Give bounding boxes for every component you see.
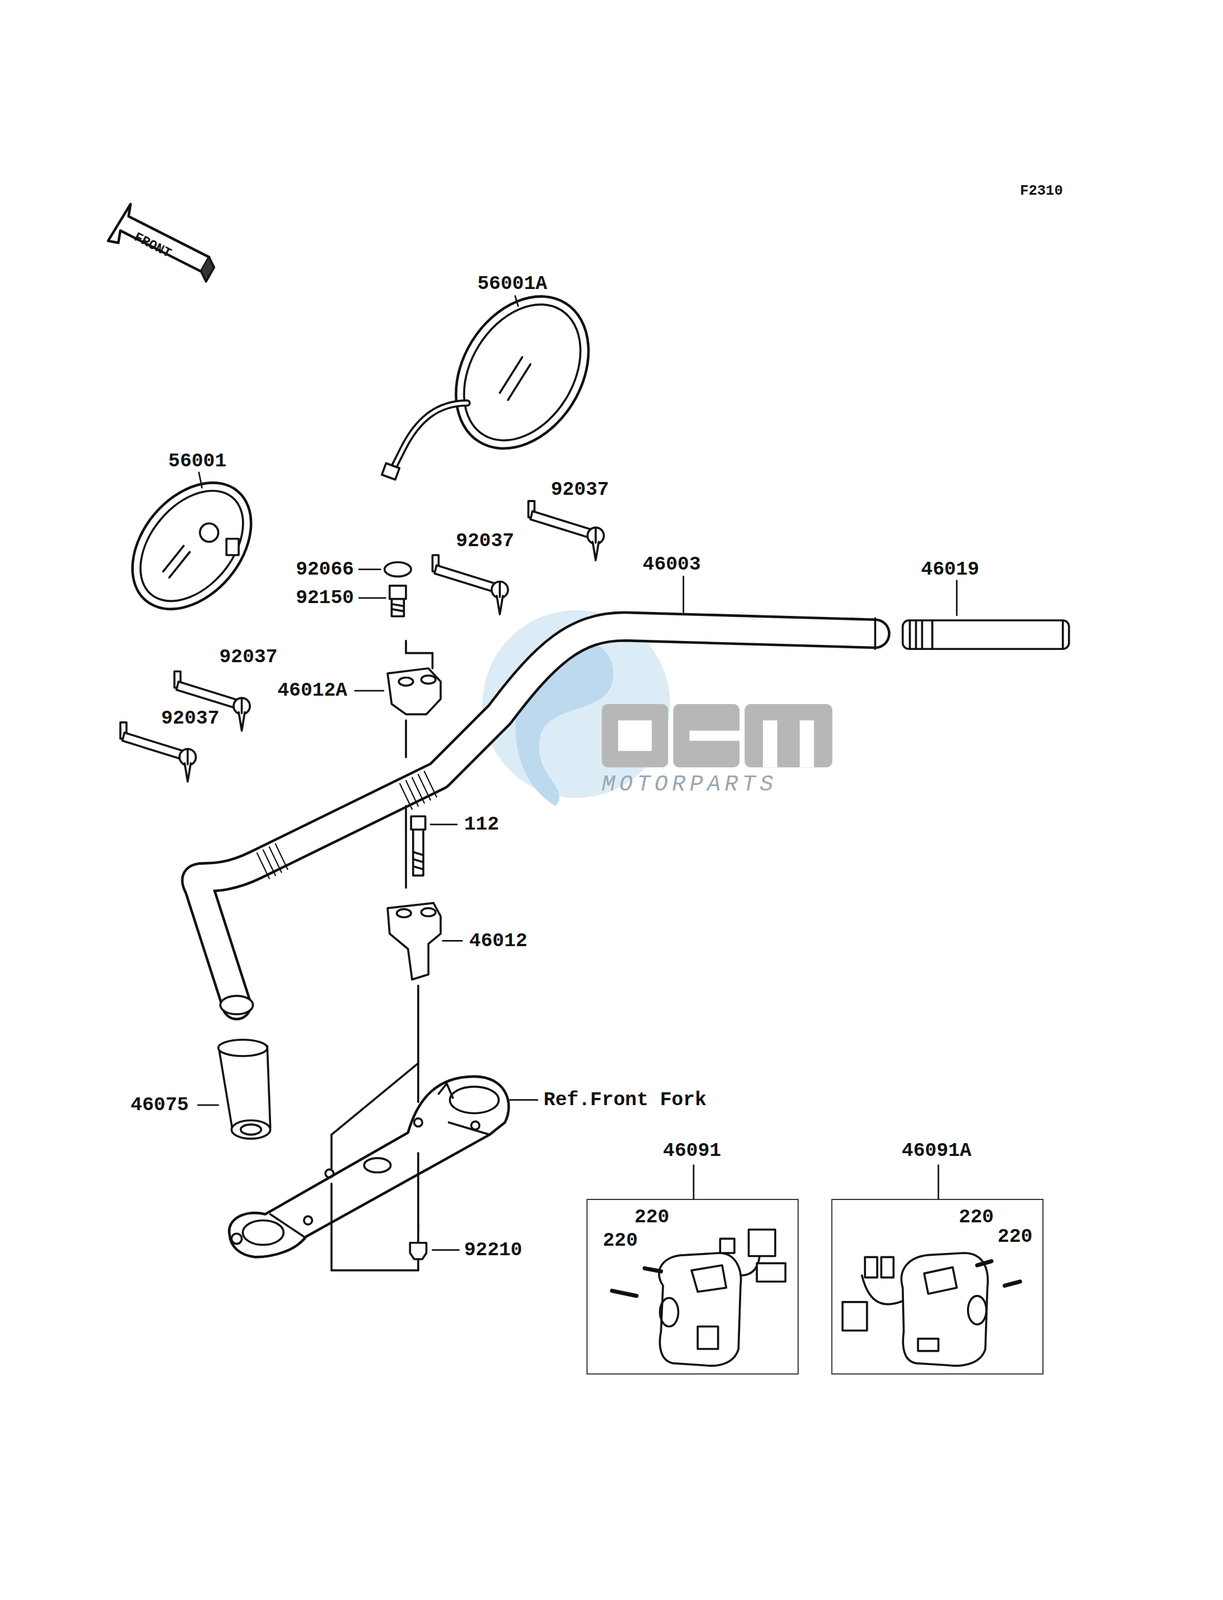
callout-number: 220 — [958, 1206, 994, 1228]
callout-number: 56001 — [168, 450, 227, 472]
callout-number: 92150 — [295, 587, 354, 609]
callout-number: 92066 — [295, 558, 354, 580]
callout-number: 220 — [602, 1230, 638, 1251]
callout-number: 92210 — [463, 1239, 522, 1260]
callout-number: 92037 — [219, 646, 278, 668]
watermark-text: MOTORPARTS — [601, 775, 778, 796]
part-number-heading: 46091 — [663, 1140, 722, 1162]
callout-number: 56001A — [477, 273, 548, 294]
part-number-heading: 46091A — [901, 1140, 972, 1162]
figure-code: F2310 — [1020, 180, 1063, 202]
callout-number: 46012 — [469, 930, 528, 951]
callout-number: 46012A — [277, 680, 347, 702]
callout-number: 92037 — [550, 479, 609, 501]
box-border — [831, 1198, 1044, 1375]
switch-housing-box: 46091 220220 — [586, 1137, 799, 1374]
callout-number: 112 — [463, 814, 500, 835]
switch-housing-box: 46091A 220220 — [831, 1137, 1044, 1374]
callout-number: 46003 — [642, 553, 701, 575]
callout-number: 46075 — [130, 1094, 189, 1116]
callout-number: 220 — [997, 1225, 1033, 1247]
box-border — [586, 1198, 799, 1375]
callout-number: 92037 — [456, 530, 515, 551]
callout-number: 220 — [634, 1206, 670, 1228]
callout-number: 92037 — [161, 707, 220, 729]
reference-note: Ref.Front Fork — [543, 1089, 707, 1110]
callout-number: 46019 — [921, 558, 980, 580]
